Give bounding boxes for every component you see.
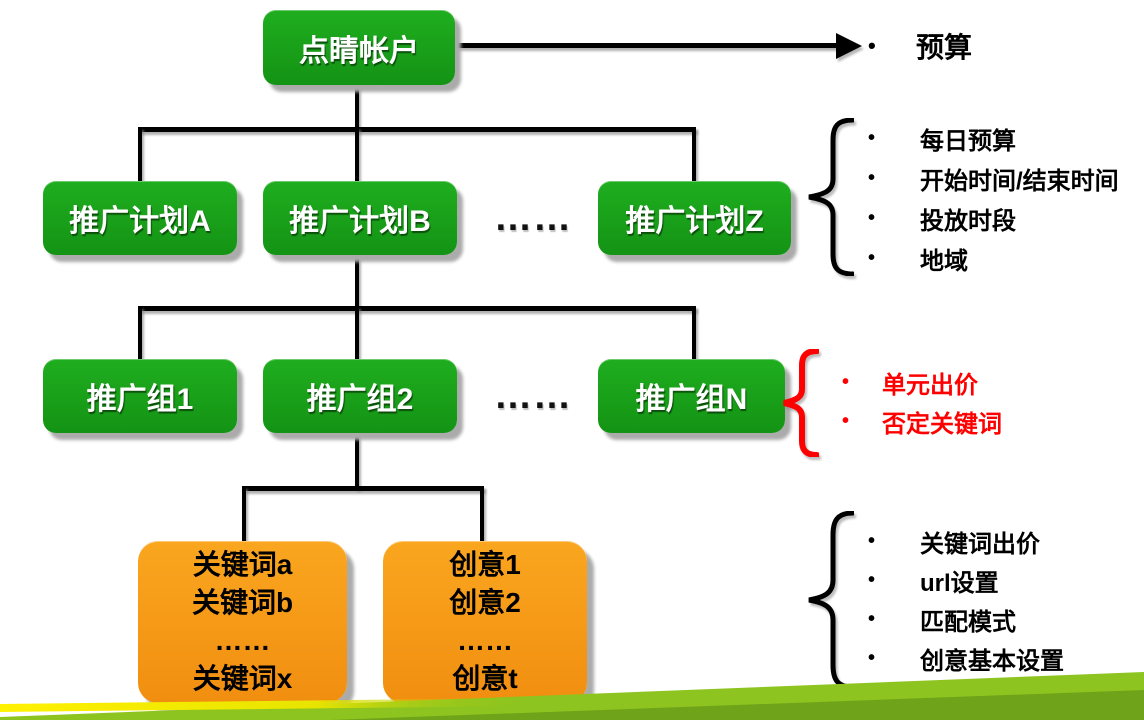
creative-line: 创意1: [449, 549, 521, 580]
campaign-z-box: 推广计划Z: [598, 181, 791, 255]
creatives-box: 创意1 创意2 …… 创意t: [383, 541, 587, 703]
list-item: • 否定关键词: [838, 402, 1002, 441]
connector-campaign-z-drop: [692, 127, 696, 183]
connector-adgroup-n-drop: [692, 306, 696, 362]
account-label: 点睛帐户: [299, 34, 419, 68]
bullet-icon: •: [868, 206, 876, 229]
adgroup-2-box: 推广组2: [263, 359, 457, 433]
connector-campaign-horizontal: [138, 127, 696, 132]
annotation-region: 地域: [920, 247, 968, 275]
footer-stripe-decoration: [0, 672, 1144, 720]
list-item: • 关键词出价: [864, 522, 1064, 561]
adgroup-1-label: 推广组1: [86, 383, 194, 416]
keyword-ellipsis: ……: [214, 625, 271, 656]
list-item: • 创意基本设置: [864, 639, 1064, 678]
annotation-daily-budget: 每日预算: [920, 127, 1016, 155]
footer-dark-green-wedge: [330, 690, 1144, 720]
bullet-icon: •: [868, 608, 876, 630]
adgroup-2-label: 推广组2: [306, 383, 414, 416]
annotation-negative-keywords: 否定关键词: [882, 411, 1002, 438]
connector-adgroup-1-drop: [138, 306, 142, 362]
connector-campaign-b-vertical: [355, 255, 359, 309]
campaign-a-box: 推广计划A: [43, 181, 237, 255]
campaign-z-label: 推广计划Z: [625, 205, 764, 238]
creative-line: 创意t: [452, 663, 518, 694]
adgroup-1-box: 推广组1: [43, 359, 237, 433]
adgroup-n-label: 推广组N: [635, 383, 748, 416]
campaign-annotation-list: • 每日预算 • 开始时间/结束时间 • 投放时段 • 地域: [864, 118, 1119, 278]
campaign-brace-icon: [808, 118, 854, 276]
bullet-icon: •: [868, 569, 876, 591]
adgroup-n-box: 推广组N: [598, 359, 785, 433]
bullet-icon: •: [868, 647, 876, 669]
campaign-ellipsis: ……: [494, 197, 572, 239]
list-item: • 匹配模式: [864, 600, 1064, 639]
leaf-annotation-list: • 关键词出价 • url设置 • 匹配模式 • 创意基本设置: [864, 522, 1064, 678]
keyword-line: 关键词b: [191, 587, 294, 618]
connector-adgroup-horizontal: [138, 306, 696, 311]
connector-account-vertical: [355, 85, 359, 131]
list-item: • 每日预算: [864, 118, 1119, 158]
annotation-url-settings: url设置: [920, 570, 999, 597]
connector-keywords-drop: [242, 486, 246, 544]
arrow-right-icon: [836, 33, 862, 59]
annotation-unit-bid: 单元出价: [882, 372, 978, 399]
bullet-icon: •: [842, 371, 850, 393]
connector-creatives-drop: [480, 486, 484, 544]
bullet-icon: •: [868, 530, 876, 552]
list-item: • 地域: [864, 238, 1119, 278]
campaign-a-label: 推广计划A: [69, 205, 211, 238]
bullet-icon: •: [868, 166, 876, 189]
list-item: • 开始时间/结束时间: [864, 158, 1119, 198]
keyword-line: 关键词a: [192, 549, 293, 580]
keywords-box: 关键词a 关键词b …… 关键词x: [138, 541, 347, 703]
leaf-brace-icon: [808, 511, 854, 689]
adgroup-ellipsis: ……: [494, 375, 572, 417]
annotation-creative-settings: 创意基本设置: [920, 648, 1064, 675]
account-box: 点睛帐户: [263, 10, 455, 85]
creative-line: 创意2: [449, 587, 521, 618]
annotation-match-mode: 匹配模式: [920, 609, 1016, 636]
connector-adgroup-2-drop: [355, 306, 359, 362]
bullet-icon: •: [868, 33, 876, 58]
campaign-b-label: 推广计划B: [289, 205, 431, 238]
connector-campaign-b-drop: [355, 127, 359, 183]
creative-ellipsis: ……: [457, 625, 513, 656]
annotation-keyword-bid: 关键词出价: [920, 531, 1040, 558]
connector-adgroup-2-vertical: [355, 433, 359, 489]
bullet-icon: •: [868, 126, 876, 149]
account-budget-arrow-line: [454, 43, 838, 48]
keyword-line: 关键词x: [192, 663, 293, 694]
list-item: • 预算: [864, 23, 972, 69]
adgroup-brace-icon: [783, 349, 819, 457]
annotation-schedule: 投放时段: [920, 207, 1016, 235]
list-item: • url设置: [864, 561, 1064, 600]
footer-yellow-stripe: [0, 696, 700, 712]
list-item: • 投放时段: [864, 198, 1119, 238]
campaign-b-box: 推广计划B: [263, 181, 457, 255]
list-item: • 单元出价: [838, 363, 1002, 402]
connector-leaf-horizontal: [242, 486, 484, 491]
annotation-start-end-time: 开始时间/结束时间: [920, 167, 1119, 195]
annotation-budget: 预算: [916, 32, 973, 63]
account-annotation-list: • 预算: [864, 23, 972, 69]
bullet-icon: •: [868, 246, 876, 269]
adgroup-annotation-list: • 单元出价 • 否定关键词: [838, 363, 1002, 441]
connector-campaign-a-drop: [138, 127, 142, 183]
bullet-icon: •: [842, 410, 850, 432]
